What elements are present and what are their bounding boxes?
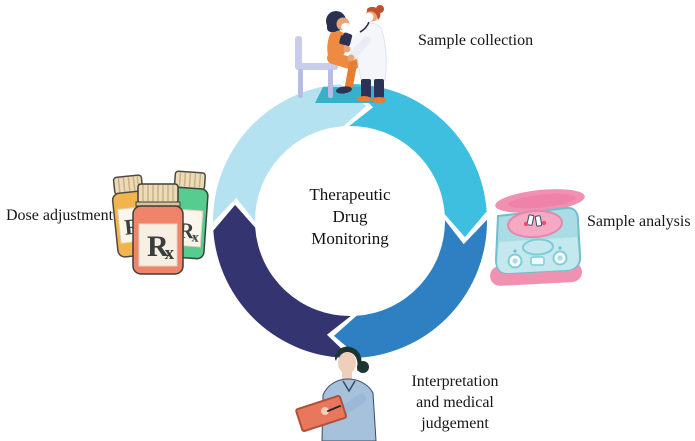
stethoscope <box>359 21 370 33</box>
interpretation-line-1: Interpretation <box>411 373 499 390</box>
pressure-gauge <box>339 35 352 46</box>
label-dose-adjustment: Dose adjustment <box>6 207 114 224</box>
pill-bottle-coral: Rx <box>132 183 184 275</box>
pen <box>327 405 341 412</box>
center-title-line-3: Monitoring <box>311 229 389 248</box>
centrifuge-screen <box>530 256 545 266</box>
centrifuge-bowl <box>507 209 563 239</box>
clinician <box>295 346 377 441</box>
ring-segment-sample-collection <box>348 83 487 238</box>
center-title-line-2: Drug <box>332 207 368 226</box>
diagram-center-title: Therapeutic Drug Monitoring <box>260 184 440 250</box>
centrifuge-icon <box>490 189 585 286</box>
hair-bun <box>357 361 369 373</box>
sample-tubes <box>523 214 547 227</box>
clinician-clipboard-icon <box>295 346 377 441</box>
interpretation-line-2: and medical <box>416 394 494 411</box>
doctor-sampling-patient-icon <box>295 5 387 103</box>
rx-pill-bottles-icon: Rx Rx Rx <box>111 170 209 275</box>
doctor <box>339 5 387 103</box>
front-oval-detail <box>522 238 554 256</box>
label-sample-analysis: Sample analysis <box>587 213 691 230</box>
doctor-face-mask <box>364 12 374 22</box>
ring-segment-interpretation-and-medical-judgement <box>213 204 352 359</box>
chair <box>295 36 338 98</box>
ring-segment-dose-adjustment <box>212 84 367 223</box>
center-title-line-1: Therapeutic <box>309 185 391 204</box>
clipboard <box>295 394 348 432</box>
clinician-hair <box>335 346 362 371</box>
label-sample-collection: Sample collection <box>418 32 534 49</box>
label-interpretation-judgement: Interpretation and medical judgement <box>400 371 510 434</box>
interpretation-line-3: judgement <box>421 415 489 432</box>
patient-face-mask <box>341 22 351 32</box>
ring-segment-sample-analysis <box>333 219 488 358</box>
hand <box>321 407 329 415</box>
